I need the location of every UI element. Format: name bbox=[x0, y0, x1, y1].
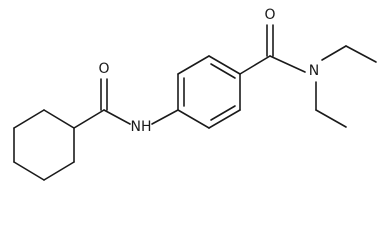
carbonyl-n-bond bbox=[269, 55, 306, 73]
benzene-ring bbox=[177, 55, 241, 129]
bond bbox=[13, 161, 45, 181]
left-carbonyl-double-bond bbox=[100, 78, 108, 111]
oxygen-label-right: O bbox=[264, 7, 275, 23]
right-carbonyl-double-bond bbox=[266, 24, 274, 57]
bond bbox=[43, 109, 75, 129]
ethyl-group-upper bbox=[321, 45, 377, 63]
molecule-structure: O NH O N bbox=[13, 7, 377, 181]
ring-carbonyl-bond bbox=[73, 109, 105, 129]
nitrogen-label: N bbox=[309, 63, 319, 79]
nh-label: NH bbox=[131, 119, 152, 135]
molecule-canvas: O NH O N bbox=[13, 7, 377, 181]
bond bbox=[43, 161, 75, 181]
carbonyl-nh-bond bbox=[103, 109, 131, 125]
oxygen-label-left: O bbox=[98, 61, 109, 77]
bond bbox=[13, 109, 45, 129]
cyclohexane-ring bbox=[13, 109, 75, 181]
nh-benzene-bond bbox=[151, 109, 179, 125]
benzene-carbonyl-bond bbox=[239, 55, 271, 75]
ethyl-group-lower bbox=[315, 81, 347, 128]
